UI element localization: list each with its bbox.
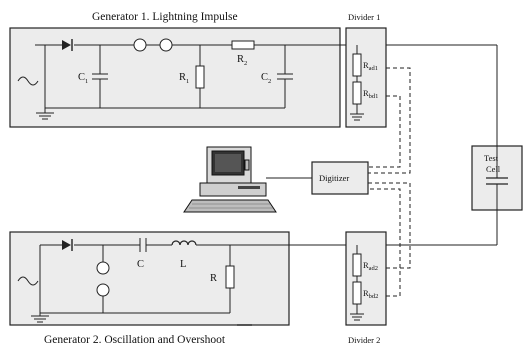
- divider2-ra-label: Rad2: [363, 260, 378, 272]
- signal-cables: [368, 67, 411, 297]
- g2-ac-source-icon: [17, 276, 39, 286]
- ground-icon: [36, 108, 54, 120]
- divider2-rb-label: Rbd2: [363, 288, 378, 300]
- divider1-rb-label: Rbd1: [363, 88, 378, 100]
- divider2-title: Divider 2: [348, 335, 380, 345]
- generator1-circuit: [35, 44, 346, 109]
- hv-bus-wires: [386, 44, 498, 246]
- digitizer-label: Digitizer: [319, 173, 349, 183]
- test-cell-capacitor-icon: [486, 177, 508, 185]
- divider1-panel: [345, 27, 387, 128]
- g2-diode-icon: [62, 239, 73, 251]
- divider1-circuit: [350, 45, 364, 121]
- g2-l-label: L: [180, 259, 186, 270]
- capacitor-c1-icon: [92, 45, 108, 108]
- g2-r-label: R: [210, 273, 217, 284]
- resistor-r1-icon: [195, 45, 205, 108]
- computer-icon: [183, 146, 277, 213]
- g2-c-label: C: [137, 259, 144, 270]
- generator2-panel: [9, 231, 290, 326]
- resistor-r2-icon: [231, 40, 255, 50]
- g2-capacitor-icon: [139, 238, 147, 252]
- digitizer-box: [311, 161, 369, 195]
- g2-inductor-icon: [171, 240, 197, 246]
- divider1-ra-label: Rad1: [363, 60, 378, 72]
- diode-icon: [62, 39, 73, 51]
- r2-label: R2: [237, 54, 247, 67]
- generator1-panel: [9, 27, 341, 128]
- divider2-panel: [345, 231, 387, 326]
- test-cell-label-line1: Test: [484, 153, 499, 163]
- test-cell-label-line2: Cell: [486, 164, 501, 174]
- c1-label: C1: [78, 72, 88, 85]
- spark-gap-icon: [133, 38, 173, 52]
- capacitor-c2-icon: [277, 45, 293, 108]
- generator2-title: Generator 2. Oscillation and Overshoot: [44, 334, 226, 346]
- r1-label: R1: [179, 72, 189, 85]
- g2-resistor-icon: [225, 245, 235, 313]
- ac-source-icon: [17, 76, 39, 86]
- divider2-circuit: [350, 245, 364, 321]
- generator1-title: Generator 1. Lightning Impulse: [92, 11, 238, 23]
- g2-spark-gap-icon: [96, 245, 110, 313]
- divider1-title: Divider 1: [348, 12, 380, 22]
- g2-ground-icon: [31, 313, 49, 323]
- c2-label: C2: [261, 72, 271, 85]
- generator2-circuit: [39, 244, 346, 314]
